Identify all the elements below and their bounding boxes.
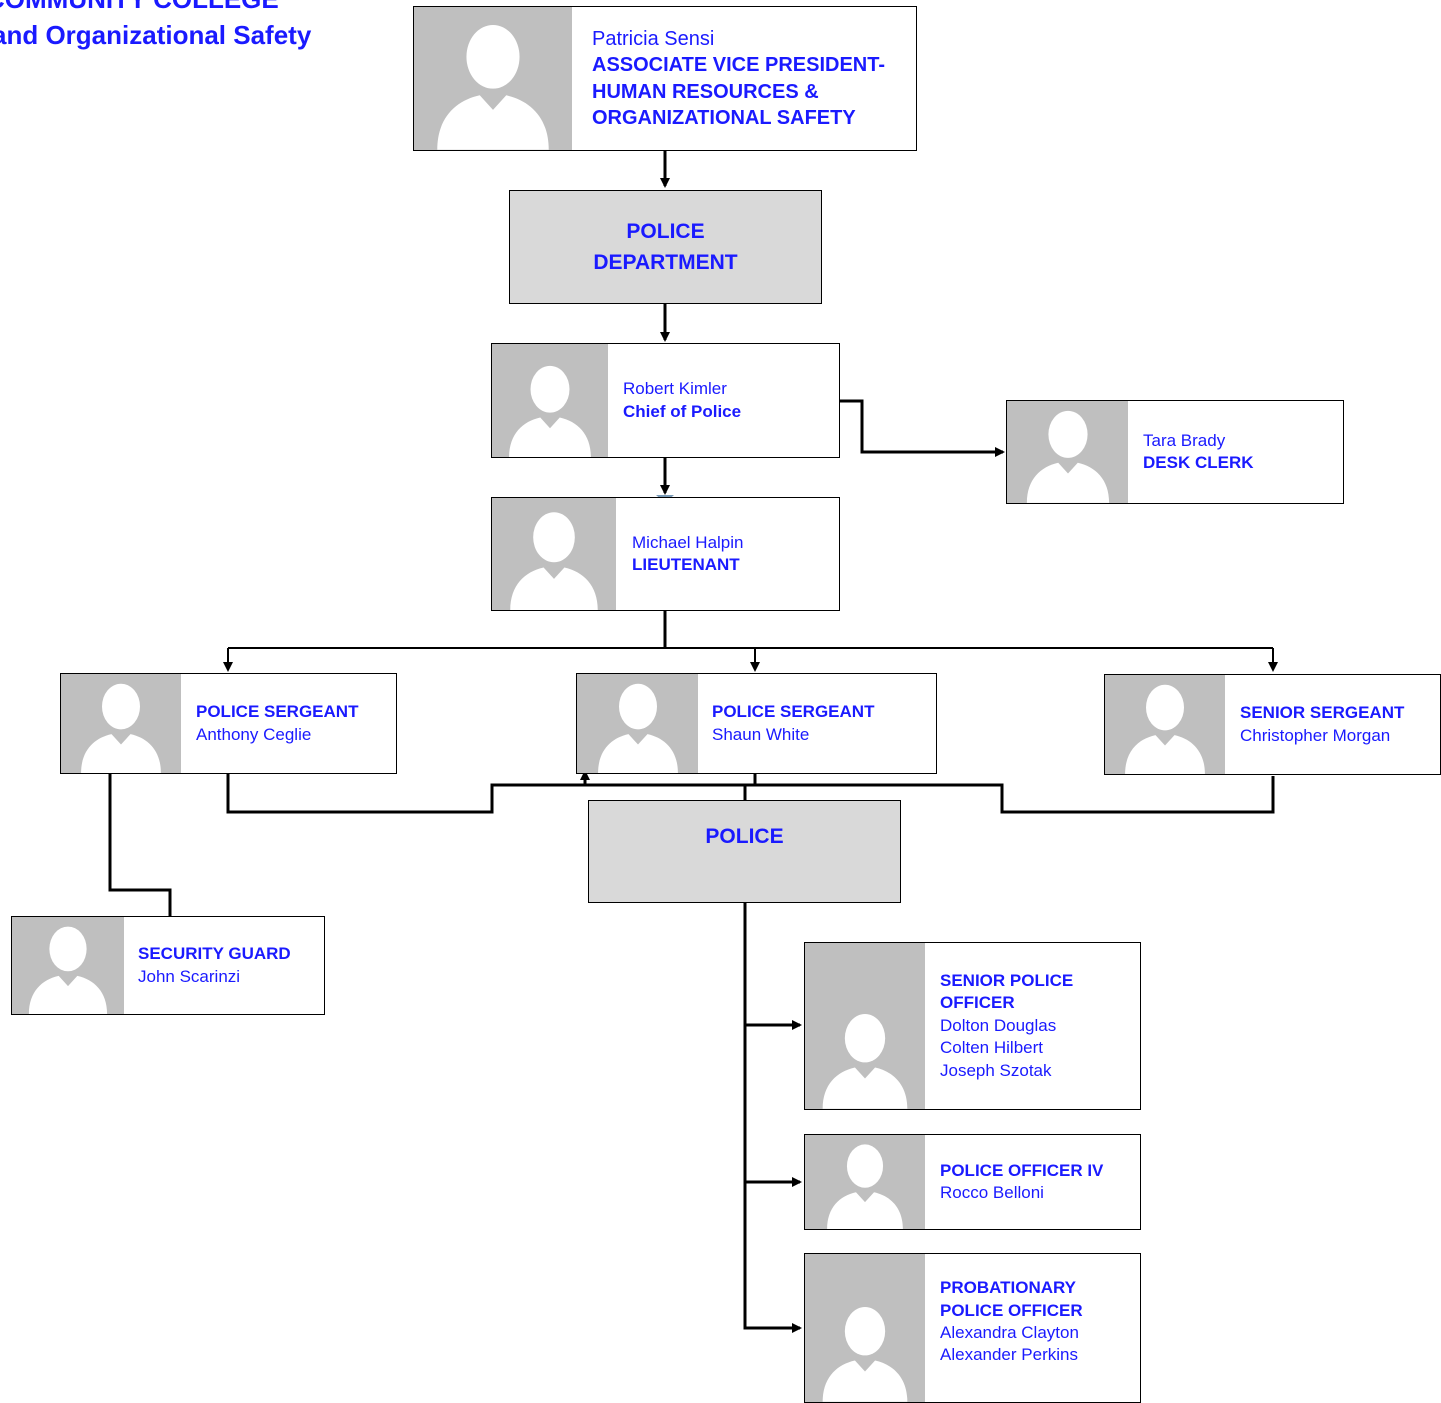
desk-clerk-title: DESK CLERK [1143, 453, 1254, 472]
chief-title: Chief of Police [623, 401, 742, 421]
chief-card[interactable]: Robert Kimler Chief of Police [491, 343, 840, 458]
chief-name: Robert Kimler [623, 379, 727, 399]
connector-police-sergeant-2 [580, 770, 757, 787]
avatar [492, 498, 616, 610]
security-guard-text: SECURITY GUARD John Scarinzi [138, 917, 320, 1014]
security-guard-name: John Scarinzi [138, 966, 241, 986]
avp-title-line-2: HUMAN RESOURCES & [592, 80, 819, 103]
desk-clerk-card[interactable]: Tara Brady DESK CLERK [1006, 400, 1344, 504]
avatar [492, 344, 608, 457]
avatar [805, 1254, 925, 1402]
person-placeholder-icon [827, 1144, 903, 1229]
avatar [805, 1135, 925, 1229]
avatar [12, 917, 124, 1014]
senior-sergeant-title: SENIOR SERGEANT [1240, 703, 1405, 723]
sergeant-1-card[interactable]: POLICE SERGEANT Anthony Ceglie [60, 673, 397, 774]
person-placeholder-icon [510, 512, 598, 610]
senior-officer-name-1: Dolton Douglas [940, 1015, 1057, 1035]
police-label: POLICE [705, 825, 784, 848]
probationary-name-2: Alexander Perkins [940, 1345, 1078, 1365]
chief-text: Robert Kimler Chief of Police [623, 344, 835, 457]
sergeant-2-name: Shaun White [712, 724, 810, 744]
avp-title-line-3: ORGANIZATIONAL SAFETY [592, 106, 856, 129]
officer-iv-text: POLICE OFFICER IV Rocco Belloni [940, 1135, 1136, 1229]
sergeant-1-title: POLICE SERGEANT [196, 702, 359, 722]
probationary-title-2: POLICE OFFICER [940, 1300, 1083, 1320]
connector-security-guard [108, 773, 172, 916]
security-guard-card[interactable]: SECURITY GUARD John Scarinzi [11, 916, 325, 1015]
senior-officer-name-3: Joseph Szotak [940, 1060, 1052, 1080]
avp-name: Patricia Sensi [592, 27, 715, 50]
senior-officer-card[interactable]: SENIOR POLICE OFFICER Dolton Douglas Col… [804, 942, 1141, 1110]
person-placeholder-icon [509, 365, 591, 457]
avatar [414, 7, 572, 150]
officer-iv-card[interactable]: POLICE OFFICER IV Rocco Belloni [804, 1134, 1141, 1230]
senior-officer-name-2: Colten Hilbert [940, 1038, 1043, 1058]
probationary-name-1: Alexandra Clayton [940, 1323, 1079, 1342]
senior-sergeant-name: Christopher Morgan [1240, 725, 1391, 745]
senior-officer-title-1: SENIOR POLICE [940, 970, 1074, 990]
sergeant-2-text: POLICE SERGEANT Shaun White [712, 674, 932, 773]
person-placeholder-icon [1125, 684, 1205, 774]
sergeant-2-title: POLICE SERGEANT [712, 702, 875, 722]
police-box[interactable]: POLICE [588, 800, 901, 903]
connector-officers-trunk [743, 902, 802, 1333]
person-placeholder-icon [1026, 410, 1109, 503]
security-guard-title: SECURITY GUARD [138, 944, 291, 964]
probationary-card[interactable]: PROBATIONARY POLICE OFFICER Alexandra Cl… [804, 1253, 1141, 1403]
person-placeholder-icon [81, 683, 161, 773]
probationary-title-1: PROBATIONARY [940, 1278, 1076, 1298]
person-placeholder-icon [822, 1307, 908, 1402]
avatar [1105, 675, 1225, 774]
lieutenant-title: LIEUTENANT [632, 555, 740, 574]
police-department-label-2: DEPARTMENT [593, 251, 738, 274]
person-placeholder-icon [822, 1014, 908, 1109]
senior-sergeant-text: SENIOR SERGEANT Christopher Morgan [1240, 675, 1440, 774]
officer-iv-title: POLICE OFFICER IV [940, 1160, 1104, 1180]
connector-police-sergeant-1 [226, 773, 747, 814]
person-placeholder-icon [437, 25, 549, 150]
senior-officer-title-2: OFFICER [940, 993, 1015, 1013]
sergeant-2-card[interactable]: POLICE SERGEANT Shaun White [576, 673, 937, 774]
header-line-1: COMMUNITY COLLEGE [0, 0, 386, 15]
senior-sergeant-card[interactable]: SENIOR SERGEANT Christopher Morgan [1104, 674, 1441, 775]
lieutenant-name: Michael Halpin [632, 532, 744, 552]
officer-iv-name: Rocco Belloni [940, 1183, 1044, 1202]
header-line-2: and Organizational Safety [0, 20, 312, 50]
avatar [805, 943, 925, 1109]
person-placeholder-icon [597, 683, 678, 773]
desk-clerk-name: Tara Brady [1143, 430, 1226, 450]
person-placeholder-icon [28, 926, 108, 1014]
police-department-label-1: POLICE [626, 219, 705, 243]
connector-police-senior-sergeant [745, 776, 1275, 814]
sergeant-1-name: Anthony Ceglie [196, 724, 312, 744]
probationary-text: PROBATIONARY POLICE OFFICER Alexandra Cl… [940, 1254, 1136, 1390]
avatar [577, 674, 698, 773]
avatar [1007, 401, 1128, 503]
avatar [61, 674, 181, 773]
sergeant-1-text: POLICE SERGEANT Anthony Ceglie [196, 674, 392, 773]
connector-chief-deskclerk [840, 399, 1005, 457]
avp-text: Patricia Sensi ASSOCIATE VICE PRESIDENT-… [592, 7, 910, 150]
police-department-box[interactable]: POLICE DEPARTMENT [509, 190, 822, 304]
senior-officer-text: SENIOR POLICE OFFICER Dolton Douglas Col… [940, 943, 1136, 1109]
avp-card[interactable]: Patricia Sensi ASSOCIATE VICE PRESIDENT-… [413, 6, 917, 151]
avp-title-line-1: ASSOCIATE VICE PRESIDENT- [592, 54, 886, 77]
desk-clerk-text: Tara Brady DESK CLERK [1143, 401, 1339, 503]
lieutenant-card[interactable]: Michael Halpin LIEUTENANT [491, 497, 840, 611]
lieutenant-text: Michael Halpin LIEUTENANT [632, 498, 835, 610]
